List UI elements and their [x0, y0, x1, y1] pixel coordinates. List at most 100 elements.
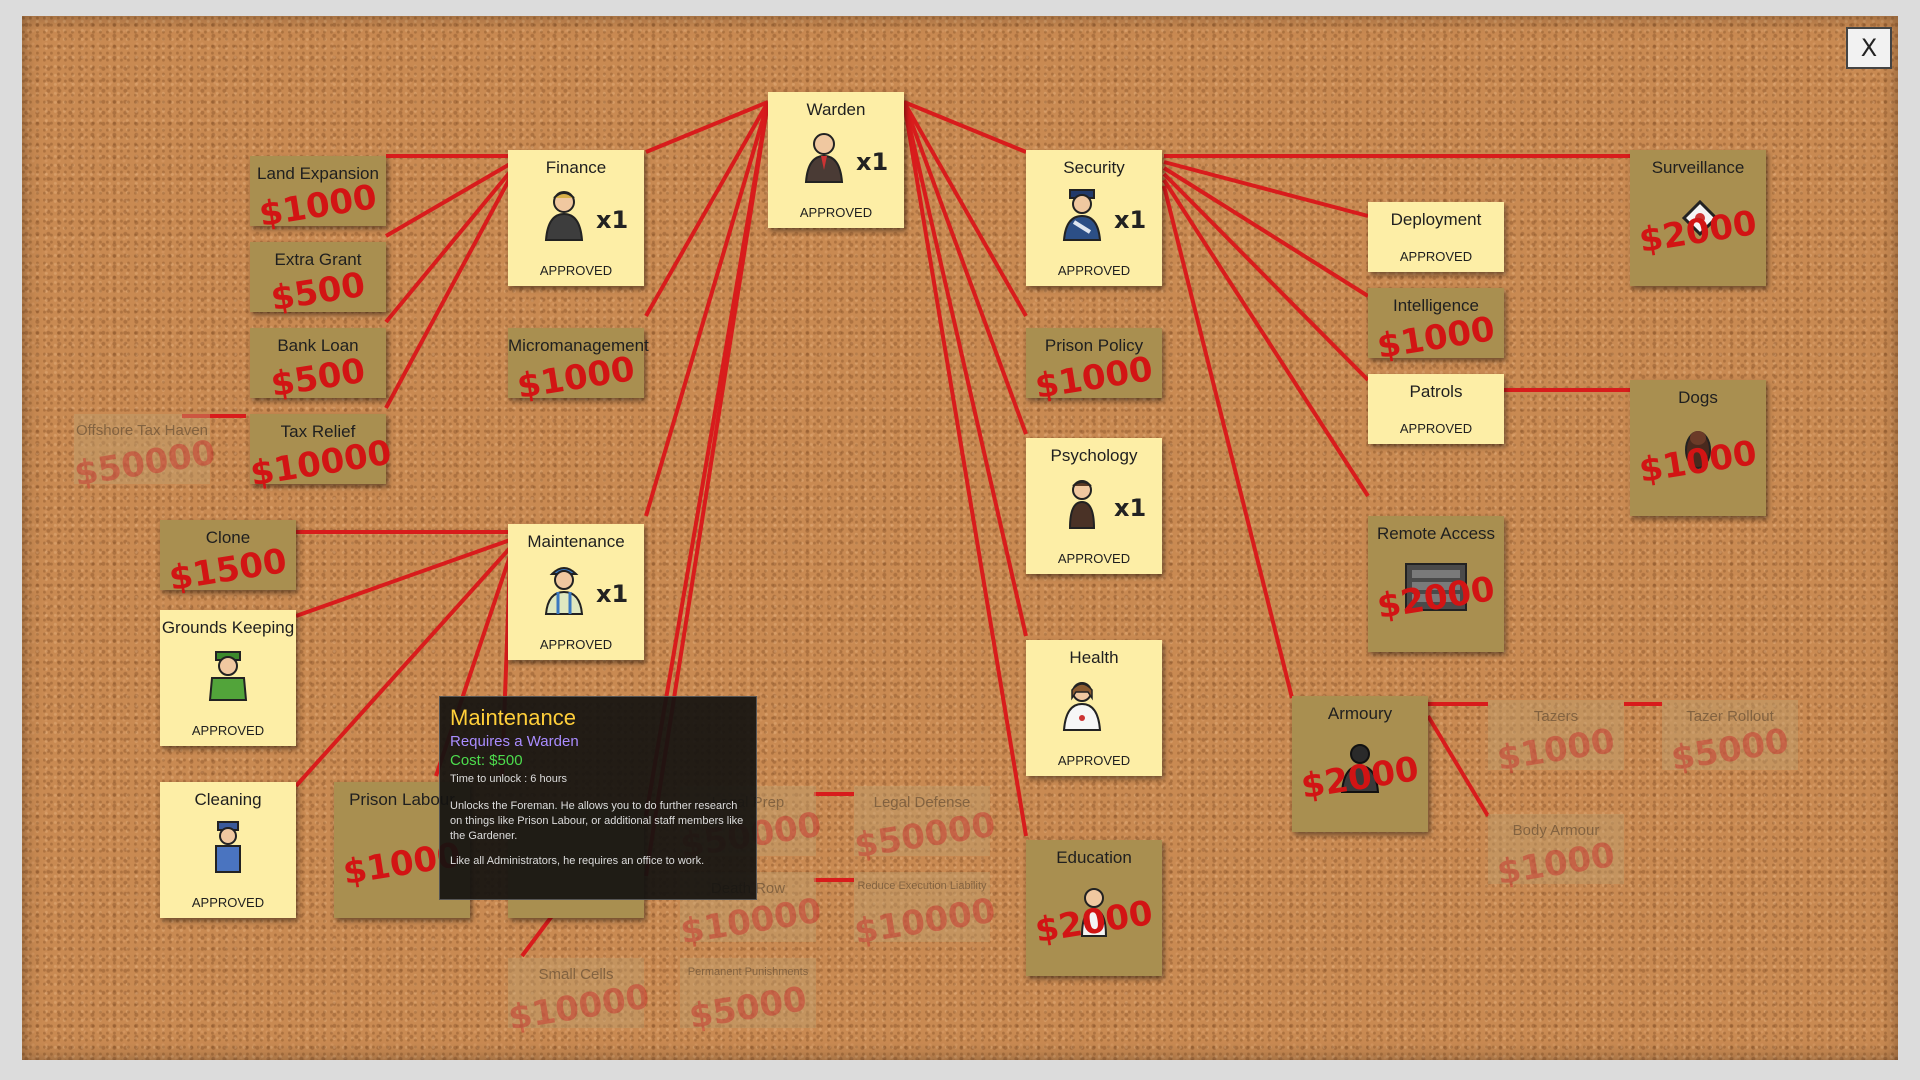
research-legal-defense[interactable]: Legal Defense $50000 — [852, 786, 998, 866]
research-reduce-execution-liability[interactable]: Reduce Execution Liability $10000 — [852, 872, 998, 952]
research-clone[interactable]: Clone $1500 — [160, 520, 296, 599]
research-permanent-punishments[interactable]: Permanent Punishments $5000 — [680, 958, 816, 1037]
foreman-icon — [544, 567, 584, 615]
research-intelligence[interactable]: Intelligence $1000 — [1368, 288, 1504, 367]
link-finance-tax — [384, 177, 512, 409]
research-security[interactable]: Security x1 APPROVED — [1026, 150, 1162, 286]
research-tooltip: Maintenance Requires a Warden Cost: $500… — [439, 696, 757, 900]
research-maintenance[interactable]: Maintenance x1 APPROVED — [508, 524, 644, 660]
gardener-icon — [208, 651, 248, 701]
note-title: Legal Defense — [873, 794, 971, 811]
research-tax-relief[interactable]: Tax Relief $10000 — [248, 414, 394, 494]
research-tazer-rollout[interactable]: Tazer Rollout $5000 — [1662, 700, 1798, 779]
doctor-icon — [1062, 682, 1102, 731]
status-label: APPROVED — [191, 723, 265, 738]
research-armoury[interactable]: Armoury $2000 — [1292, 696, 1428, 832]
note-title: Prison Labour — [349, 790, 455, 809]
note-title: Psychology — [1050, 446, 1138, 465]
note-title: Security — [1063, 158, 1125, 177]
link-warden-maintenance — [644, 101, 770, 517]
note-title: Extra Grant — [274, 250, 362, 269]
research-corkboard: Warden x1 APPROVED Finance x1 APPROVED S… — [22, 16, 1898, 1060]
research-patrols[interactable]: Patrols APPROVED — [1368, 374, 1504, 444]
dog-icon — [1685, 431, 1711, 469]
note-title: Bank Loan — [277, 336, 359, 355]
research-micromanagement[interactable]: Micromanagement $1000 — [508, 328, 649, 407]
note-title: Grounds Keeping — [161, 618, 295, 637]
research-psychology[interactable]: Psychology x1 APPROVED — [1026, 438, 1162, 574]
cost-label: $2000 — [1374, 568, 1498, 628]
research-offshore-tax-haven[interactable]: Offshore Tax Haven $50000 — [72, 414, 218, 494]
link-finance-grant — [384, 162, 512, 238]
staff-count: x1 — [596, 580, 629, 608]
tooltip-unlock-time: Time to unlock : 6 hours — [450, 773, 567, 785]
status-label: APPROVED — [539, 637, 613, 652]
research-education[interactable]: Education $2000 — [1026, 840, 1162, 976]
status-label: APPROVED — [1399, 421, 1473, 436]
link-warden-micromanagement — [644, 101, 770, 317]
note-title: Tazer Rollout — [1686, 708, 1774, 725]
research-land-expansion[interactable]: Land Expansion $1000 — [250, 156, 386, 235]
link-warden-security — [903, 100, 1027, 154]
research-health[interactable]: Health APPROVED — [1026, 640, 1162, 776]
link-warden-policy — [902, 101, 1028, 317]
staff-count: x1 — [1114, 494, 1147, 522]
link-warden-health — [902, 101, 1028, 637]
cost-label: $2000 — [1298, 748, 1422, 808]
research-cleaning[interactable]: Cleaning APPROVED — [160, 782, 296, 918]
link-maintenance-cleaning — [294, 546, 512, 788]
note-title: Finance — [545, 158, 607, 177]
link-smallcells — [520, 914, 554, 958]
note-title: Land Expansion — [257, 164, 379, 183]
note-title: Reduce Execution Liability — [857, 880, 987, 892]
note-title: Health — [1069, 648, 1119, 667]
tooltip-description: Unlocks the Foreman. He allows you to do… — [450, 800, 744, 842]
psychologist-icon — [1068, 480, 1096, 529]
status-label: APPROVED — [1057, 753, 1131, 768]
link-security-intelligence — [1162, 166, 1370, 298]
note-title: Cleaning — [194, 790, 262, 809]
note-title: Intelligence — [1392, 296, 1479, 315]
link-maintenance-grounds — [295, 538, 511, 618]
note-title: Deployment — [1390, 210, 1482, 229]
note-title: Education — [1056, 848, 1132, 867]
note-title: Remote Access — [1376, 524, 1496, 543]
research-small-cells[interactable]: Small Cells $10000 — [506, 958, 652, 1038]
research-dogs[interactable]: Dogs $1000 — [1630, 380, 1766, 516]
research-bank-loan[interactable]: Bank Loan $500 — [250, 328, 386, 405]
link-warden-psychology — [902, 101, 1028, 435]
note-title: Micromanagement — [508, 336, 649, 355]
research-body-armour[interactable]: Body Armour $1000 — [1488, 814, 1624, 893]
research-finance[interactable]: Finance x1 APPROVED — [508, 150, 644, 286]
warden-icon — [804, 133, 844, 183]
link-armoury-bodyarmour — [1426, 714, 1490, 818]
note-title: Patrols — [1409, 382, 1463, 401]
cost-label: $2000 — [1032, 892, 1156, 952]
close-button[interactable]: X — [1846, 27, 1892, 69]
tooltip-title: Maintenance — [450, 705, 576, 730]
note-title: Tax Relief — [280, 422, 356, 441]
link-security-armoury — [1162, 185, 1294, 699]
status-label: APPROVED — [539, 263, 613, 278]
research-grounds-keeping[interactable]: Grounds Keeping APPROVED — [160, 610, 296, 746]
research-remote-access[interactable]: Remote Access $2000 — [1368, 516, 1504, 652]
tooltip-requirement: Requires a Warden — [450, 733, 579, 750]
research-deployment[interactable]: Deployment APPROVED — [1368, 202, 1504, 272]
status-label: APPROVED — [1057, 263, 1131, 278]
research-surveillance[interactable]: Surveillance $2000 — [1630, 150, 1766, 286]
cost-label: $1000 — [1636, 432, 1760, 492]
research-tazers[interactable]: Tazers $1000 — [1488, 700, 1624, 779]
note-title: Small Cells — [538, 966, 614, 983]
link-security-patrols — [1162, 172, 1370, 382]
research-warden[interactable]: Warden x1 APPROVED — [768, 92, 904, 228]
research-prison-policy[interactable]: Prison Policy $1000 — [1026, 328, 1162, 407]
link-warden-finance — [645, 100, 769, 154]
link-security-remote — [1162, 178, 1370, 498]
note-title: Offshore Tax Haven — [75, 422, 209, 439]
staff-count: x1 — [856, 148, 889, 176]
note-title: Permanent Punishments — [687, 966, 809, 978]
research-extra-grant[interactable]: Extra Grant $500 — [250, 242, 386, 319]
accountant-icon — [544, 191, 584, 241]
note-title: Dogs — [1678, 388, 1718, 407]
note-title: Surveillance — [1651, 158, 1745, 177]
